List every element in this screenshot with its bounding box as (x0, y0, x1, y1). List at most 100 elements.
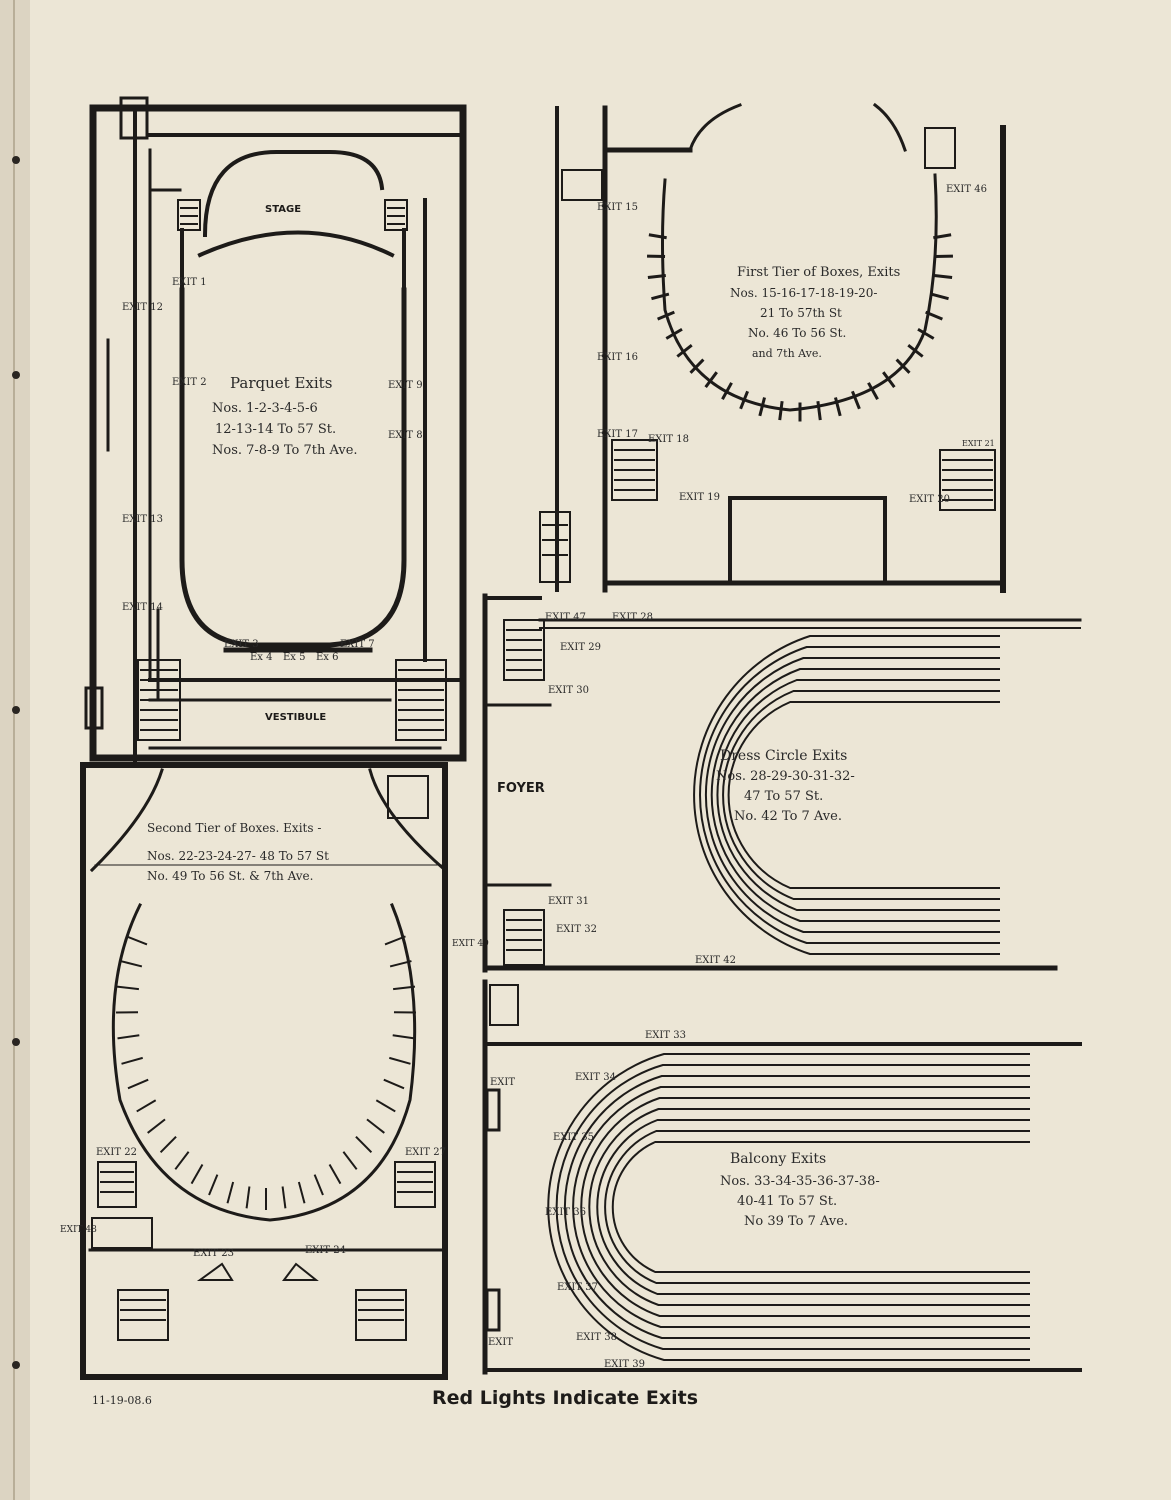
exit-38-label: EXIT 38 (576, 1332, 617, 1343)
first-tier-line-2: 21 To 57th St (760, 306, 842, 320)
box-partition (159, 1135, 177, 1154)
box-partition (120, 960, 143, 968)
box-partition (907, 343, 924, 358)
box-partition (925, 310, 943, 321)
exit-35-label: EXIT 35 (553, 1132, 594, 1143)
exit-6-label: Ex 6 (316, 652, 338, 663)
second-tier-title: Second Tier of Boxes. Exits - (147, 821, 321, 835)
seat-row (563, 1075, 1030, 1339)
seat-row (611, 1141, 1030, 1273)
box-partition (393, 985, 416, 991)
exit-19-label: EXIT 19 (679, 492, 720, 503)
seat-row (710, 668, 1000, 922)
exit-22-label: EXIT 22 (96, 1147, 137, 1158)
balcony-plan: Balcony Exits Nos. 33-34-35-36-37-38- 40… (482, 979, 1082, 1375)
exit-30-label: EXIT 30 (548, 685, 589, 696)
balcony-line-3: No 39 To 7 Ave. (744, 1214, 848, 1229)
exit-16-label: EXIT 16 (597, 352, 638, 363)
exit-49-label: EXIT 49 (452, 939, 489, 949)
parquet-line-2: 12-13-14 To 57 St. (215, 422, 336, 437)
second-tier-line-2: No. 49 To 56 St. & 7th Ave. (147, 869, 313, 883)
first-tier-line-4: and 7th Ave. (752, 347, 822, 360)
exit-13-label: EXIT 13 (122, 514, 163, 525)
box-partition (917, 327, 935, 340)
exit-39-label: EXIT 39 (604, 1359, 645, 1370)
box-partition (383, 1078, 405, 1090)
exit-7-label: EXIT 7 (340, 639, 375, 650)
first-tier-line-3: No. 46 To 56 St. (748, 326, 846, 340)
exit-47-label: EXIT 47 (545, 612, 586, 623)
exit-18-label: EXIT 18 (648, 434, 689, 445)
first-tier-line-1: Nos. 15-16-17-18-19-20- (730, 286, 877, 300)
exit-2-label: EXIT 2 (172, 377, 207, 388)
box-partition (328, 1164, 342, 1185)
box-partition (226, 1181, 235, 1204)
vestibule-label: VESTIBULE (265, 712, 326, 723)
box-partition (834, 397, 842, 417)
parquet-plan: STAGE VESTIBULE Parquet Exits Nos. 1-2-3… (84, 96, 467, 762)
exit-32-label: EXIT 32 (556, 924, 597, 935)
exit-28-label: EXIT 28 (612, 612, 653, 623)
box-partition (392, 1034, 415, 1040)
exit-1-label: EXIT 1 (172, 277, 207, 288)
box-partition (117, 1034, 140, 1040)
seat-row (572, 1086, 1030, 1328)
box-partition (389, 1056, 411, 1065)
seat-row (596, 1119, 1030, 1295)
box-partition (389, 960, 412, 968)
stage-label: STAGE (265, 204, 301, 215)
binding-staple (12, 156, 20, 164)
box-partition (355, 1135, 373, 1154)
first-tier-plan: First Tier of Boxes, Exits Nos. 15-16-17… (539, 102, 1006, 593)
seat-row (693, 635, 1000, 955)
exit-12-label: EXIT 12 (122, 302, 163, 313)
seat-row (699, 646, 1000, 944)
box-partition (758, 397, 766, 417)
dress-circle-line-1: Nos. 28-29-30-31-32- (716, 769, 855, 784)
exit-24-label: EXIT 24 (305, 1245, 346, 1256)
box-partition (895, 358, 911, 374)
box-partition (366, 1118, 385, 1134)
dress-circle-line-3: No. 42 To 7 Ave. (734, 809, 842, 824)
exit-17-label: EXIT 17 (597, 429, 638, 440)
parquet-line-1: Nos. 1-2-3-4-5-6 (212, 401, 318, 416)
box-partition (930, 292, 949, 301)
balcony-line-1: Nos. 33-34-35-36-37-38- (720, 1174, 880, 1189)
box-partition (313, 1174, 324, 1196)
exit-5-label: Ex 5 (283, 652, 305, 663)
box-partition (126, 935, 148, 946)
box-partition (739, 390, 749, 410)
binding-staple (12, 1038, 20, 1046)
box-partition (190, 1164, 204, 1185)
exit-29-label: EXIT 29 (560, 642, 601, 653)
box-partition (384, 935, 406, 946)
box-partition (647, 273, 666, 280)
dress-circle-line-2: 47 To 57 St. (744, 789, 823, 804)
footer-caption: Red Lights Indicate Exits (432, 1387, 698, 1409)
balcony-exit-label-lower: EXIT (488, 1337, 513, 1348)
box-partition (689, 358, 705, 374)
seat-row (588, 1108, 1030, 1306)
box-partition (934, 273, 953, 280)
box-partition (121, 1056, 143, 1065)
box-partition (136, 1099, 157, 1113)
box-partition (882, 371, 896, 389)
seat-row (547, 1053, 1030, 1361)
box-partition (721, 382, 733, 400)
foyer-label: FOYER (497, 781, 545, 796)
box-partition (704, 371, 718, 389)
box-partition (147, 1118, 166, 1134)
exit-4-label: Ex 4 (250, 652, 272, 663)
exit-8-label: EXIT 8 (388, 430, 423, 441)
box-partition (208, 1174, 219, 1196)
first-tier-box-partitions (647, 233, 953, 422)
binding-staple (12, 1361, 20, 1369)
box-partition (375, 1099, 396, 1113)
exit-42-label: EXIT 42 (695, 955, 736, 966)
exit-33-label: EXIT 33 (645, 1030, 686, 1041)
box-partition (851, 390, 861, 410)
box-partition (651, 292, 670, 301)
seat-row (722, 690, 1000, 900)
exit-21-label: EXIT 21 (962, 439, 995, 448)
